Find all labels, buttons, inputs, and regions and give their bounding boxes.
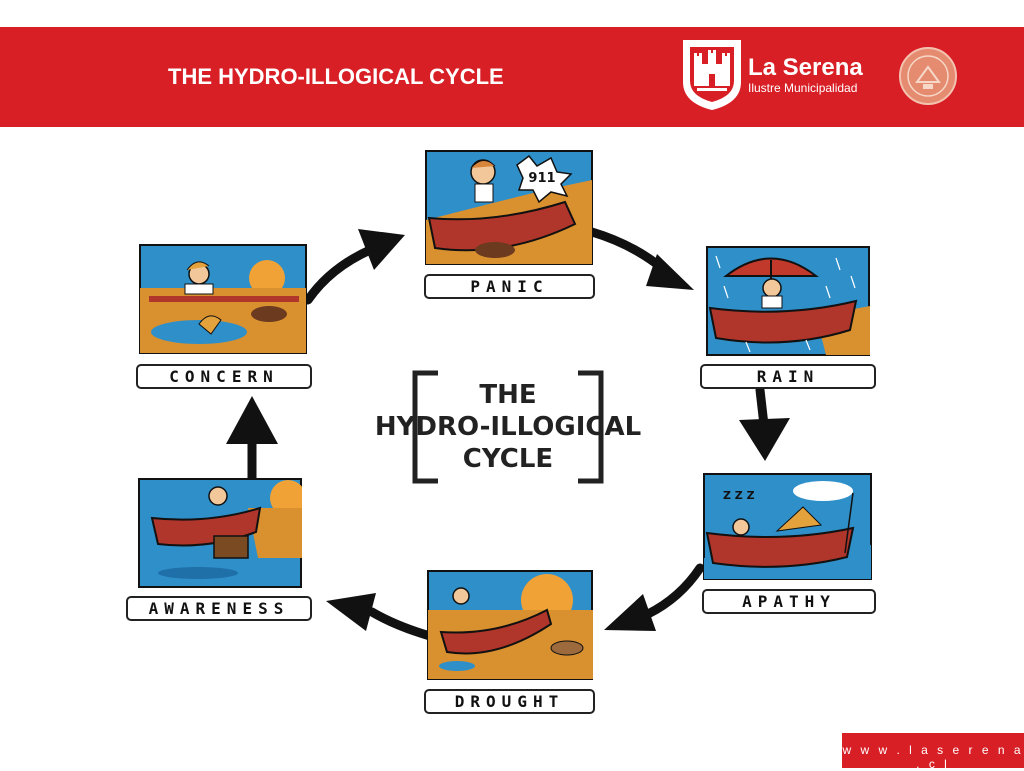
concern-illustration — [139, 244, 307, 354]
center-title-line-2: HYDRO-ILLOGICAL — [374, 412, 642, 442]
footer-url: w w w . l a s e r e n a . c l — [842, 743, 1024, 771]
arrowhead-panic — [358, 229, 405, 270]
slide-title: THE HYDRO-ILLOGICAL CYCLE — [168, 64, 504, 89]
logo-subtitle: Ilustre Municipalidad — [748, 81, 858, 95]
seal-icon — [899, 47, 957, 105]
panic-illustration: 911 — [425, 150, 593, 265]
awareness-illustration — [138, 478, 302, 588]
apathy-zzz-caption: Z Z Z — [723, 489, 755, 502]
arrowhead-awareness — [326, 593, 376, 631]
arrow-drought-to-awareness — [367, 607, 435, 641]
panic-911-caption: 911 — [528, 171, 555, 186]
header-bar — [0, 27, 1024, 127]
stage-label-awareness: AWARENESS — [126, 596, 312, 621]
stage-label-concern: CONCERN — [136, 364, 312, 389]
stage-label-panic: PANIC — [424, 274, 595, 299]
center-title-line-1: THE — [479, 380, 537, 410]
stage-label-apathy: APATHY — [702, 589, 876, 614]
logo-name: La Serena — [748, 54, 863, 81]
apathy-illustration: Z Z Z — [703, 473, 872, 580]
arrowhead-concern — [226, 396, 278, 444]
center-title-box: THE HYDRO-ILLOGICAL CYCLE — [375, 370, 641, 484]
arrowhead-drought — [604, 594, 656, 631]
castle-logo-icon — [683, 40, 741, 111]
rain-illustration — [706, 246, 870, 356]
footer-bar: w w w . l a s e r e n a . c l — [842, 733, 1024, 771]
arrowhead-rain — [646, 254, 694, 290]
center-title-frame — [412, 370, 604, 484]
stage-label-rain: RAIN — [700, 364, 876, 389]
center-title-line-3: CYCLE — [462, 444, 554, 474]
arrow-concern-to-panic — [303, 245, 375, 305]
arrowhead-apathy — [739, 418, 790, 461]
logo-text: La Serena Ilustre Municipalidad — [748, 54, 863, 96]
stage-label-drought: DROUGHT — [424, 689, 595, 714]
arrow-panic-to-rain — [587, 227, 667, 273]
drought-illustration — [427, 570, 593, 680]
arrow-apathy-to-drought — [643, 563, 705, 619]
